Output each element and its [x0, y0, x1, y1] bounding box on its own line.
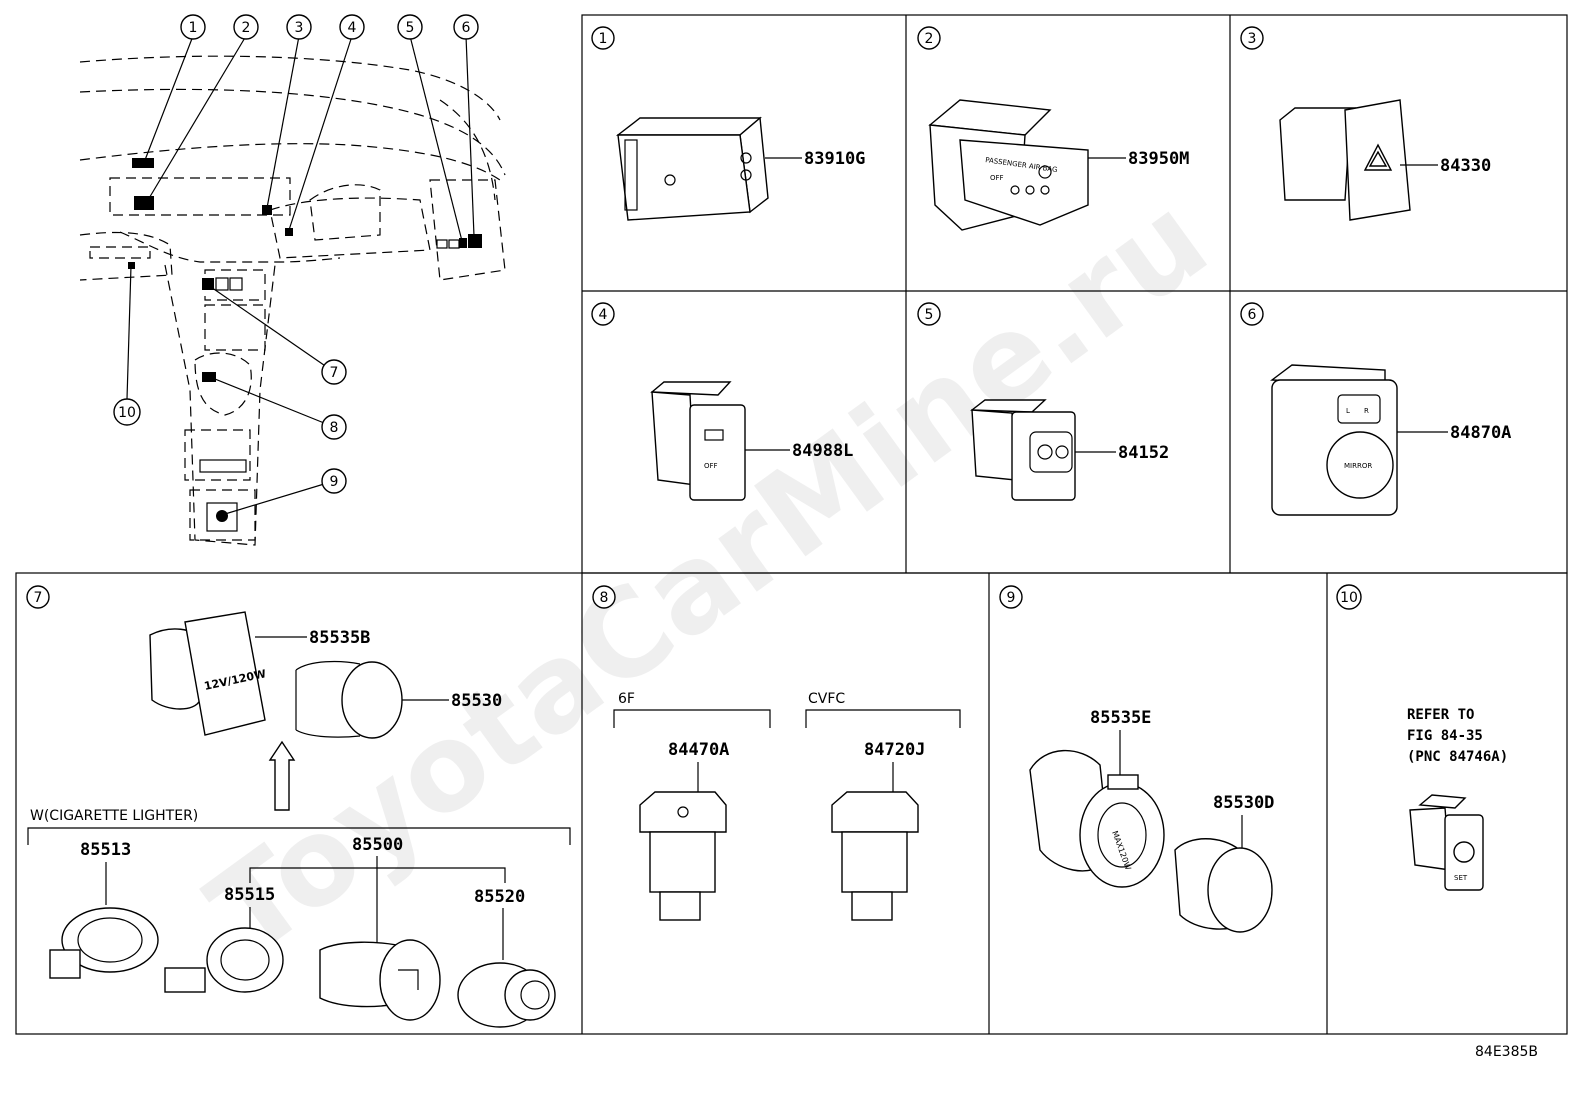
overview-callout-8: 8 [321, 414, 347, 440]
svg-text:OFF: OFF [704, 462, 718, 470]
switch-84870A-drawing: L R MIRROR [1270, 364, 1398, 516]
ring-85515-drawing [164, 927, 284, 993]
part-number-85500: 85500 [352, 835, 403, 855]
part-number-84870A: 84870A [1450, 423, 1511, 443]
svg-text:10: 10 [1340, 590, 1358, 606]
svg-text:9: 9 [330, 474, 339, 490]
overview-callout-10: 10 [113, 398, 141, 426]
svg-text:MIRROR: MIRROR [1344, 462, 1372, 470]
svg-text:8: 8 [600, 590, 609, 606]
svg-text:10: 10 [118, 405, 136, 421]
part-number-85513: 85513 [80, 840, 131, 860]
overview-callout-3: 3 [286, 14, 312, 40]
socket-85535B-drawing: 12V/120W [149, 611, 267, 736]
switch-84152-drawing [970, 399, 1076, 501]
panel-2: 2 PASSENGER AIR BAG OFF 83950M [917, 26, 1189, 231]
overview-callout-6: 6 [453, 14, 479, 40]
overview-callout-4: 4 [339, 14, 365, 40]
part-number-83950M: 83950M [1128, 149, 1189, 169]
part-number-84470A: 84470A [668, 740, 729, 760]
svg-text:3: 3 [295, 20, 304, 36]
plug-85520-drawing [457, 962, 556, 1028]
part-number-83910G: 83910G [804, 149, 865, 169]
svg-text:R: R [1364, 407, 1369, 415]
part-number-85515: 85515 [224, 885, 275, 905]
svg-text:5: 5 [406, 20, 415, 36]
socket-85535E-drawing: MAX120W [1029, 749, 1165, 888]
panel-9: 9 85535E MAX120W 85530D [999, 585, 1274, 933]
svg-text:9: 9 [1007, 590, 1016, 606]
part-number-84720J: 84720J [864, 740, 925, 760]
svg-text:4: 4 [348, 20, 357, 36]
part-number-85535E: 85535E [1090, 708, 1151, 728]
svg-text:5: 5 [925, 307, 934, 323]
svg-text:L: L [1346, 407, 1350, 415]
sleeve-85530-drawing [295, 660, 403, 739]
panel-grid [15, 14, 1568, 1035]
up-arrow [268, 740, 296, 811]
svg-text:7: 7 [34, 590, 43, 606]
svg-text:4: 4 [599, 307, 608, 323]
switch-84988L-drawing: OFF [650, 381, 746, 501]
svg-text:SET: SET [1454, 874, 1468, 882]
panel-6: 6 L R MIRROR 84870A [1240, 302, 1511, 516]
svg-text:6: 6 [1248, 307, 1257, 323]
part-number-84988L: 84988L [792, 441, 853, 461]
drawing-code: 84E385B [1475, 1044, 1538, 1060]
variant-cvfc-label: CVFC [808, 691, 845, 707]
switch-83910G-drawing [615, 116, 769, 221]
svg-text:1: 1 [189, 20, 198, 36]
panel-3: 3 84330 [1240, 26, 1491, 221]
overview-callout-2: 2 [233, 14, 259, 40]
refer-note-line-3: (PNC 84746A) [1407, 749, 1508, 765]
svg-text:6: 6 [462, 20, 471, 36]
part-number-85530D: 85530D [1213, 793, 1274, 813]
svg-text:2: 2 [242, 20, 251, 36]
lighter-body-85500-drawing [319, 939, 441, 1021]
svg-text:1: 1 [599, 31, 608, 47]
switch-84720J-drawing [831, 791, 919, 921]
panel-1: 1 83910G [591, 26, 865, 221]
svg-text:7: 7 [330, 365, 339, 381]
overview-callout-7: 7 [321, 359, 347, 385]
switch-83950M-drawing: PASSENGER AIR BAG OFF [928, 99, 1089, 231]
svg-text:8: 8 [330, 420, 339, 436]
switch-84330-drawing [1279, 99, 1411, 221]
svg-text:3: 3 [1248, 31, 1257, 47]
part-number-84152: 84152 [1118, 443, 1169, 463]
part-number-85520: 85520 [474, 887, 525, 907]
part-number-85535B: 85535B [309, 628, 370, 648]
sleeve-85530D-drawing [1174, 838, 1273, 933]
overview-drawing: 1 2 3 4 5 6 7 8 9 10 [79, 14, 506, 546]
part-number-85530: 85530 [451, 691, 502, 711]
panel-7: 7 12V/120W 85535B 85530 W(CIGARETTE LIGH… [26, 585, 571, 1028]
svg-text:OFF: OFF [990, 174, 1004, 182]
overview-callout-5: 5 [397, 14, 423, 40]
part-number-84330: 84330 [1440, 156, 1491, 176]
ring-85513-drawing [49, 907, 159, 979]
refer-note-line-2: FIG 84-35 [1407, 728, 1483, 744]
panel-8: 8 6F CVFC 84470A 84720J [592, 585, 961, 921]
switch-refer-drawing: SET [1409, 794, 1484, 891]
variant-6f-label: 6F [618, 691, 635, 707]
panel-4: 4 OFF 84988L [591, 302, 853, 501]
cigarette-lighter-label: W(CIGARETTE LIGHTER) [30, 808, 198, 824]
overview-callout-9: 9 [321, 468, 347, 494]
panel-10: 10 REFER TO FIG 84-35 (PNC 84746A) SET [1336, 584, 1508, 891]
switch-84470A-drawing [639, 791, 727, 921]
refer-note-line-1: REFER TO [1407, 707, 1474, 723]
panel-5: 5 84152 [917, 302, 1169, 501]
svg-text:2: 2 [925, 31, 934, 47]
overview-callout-1: 1 [180, 14, 206, 40]
